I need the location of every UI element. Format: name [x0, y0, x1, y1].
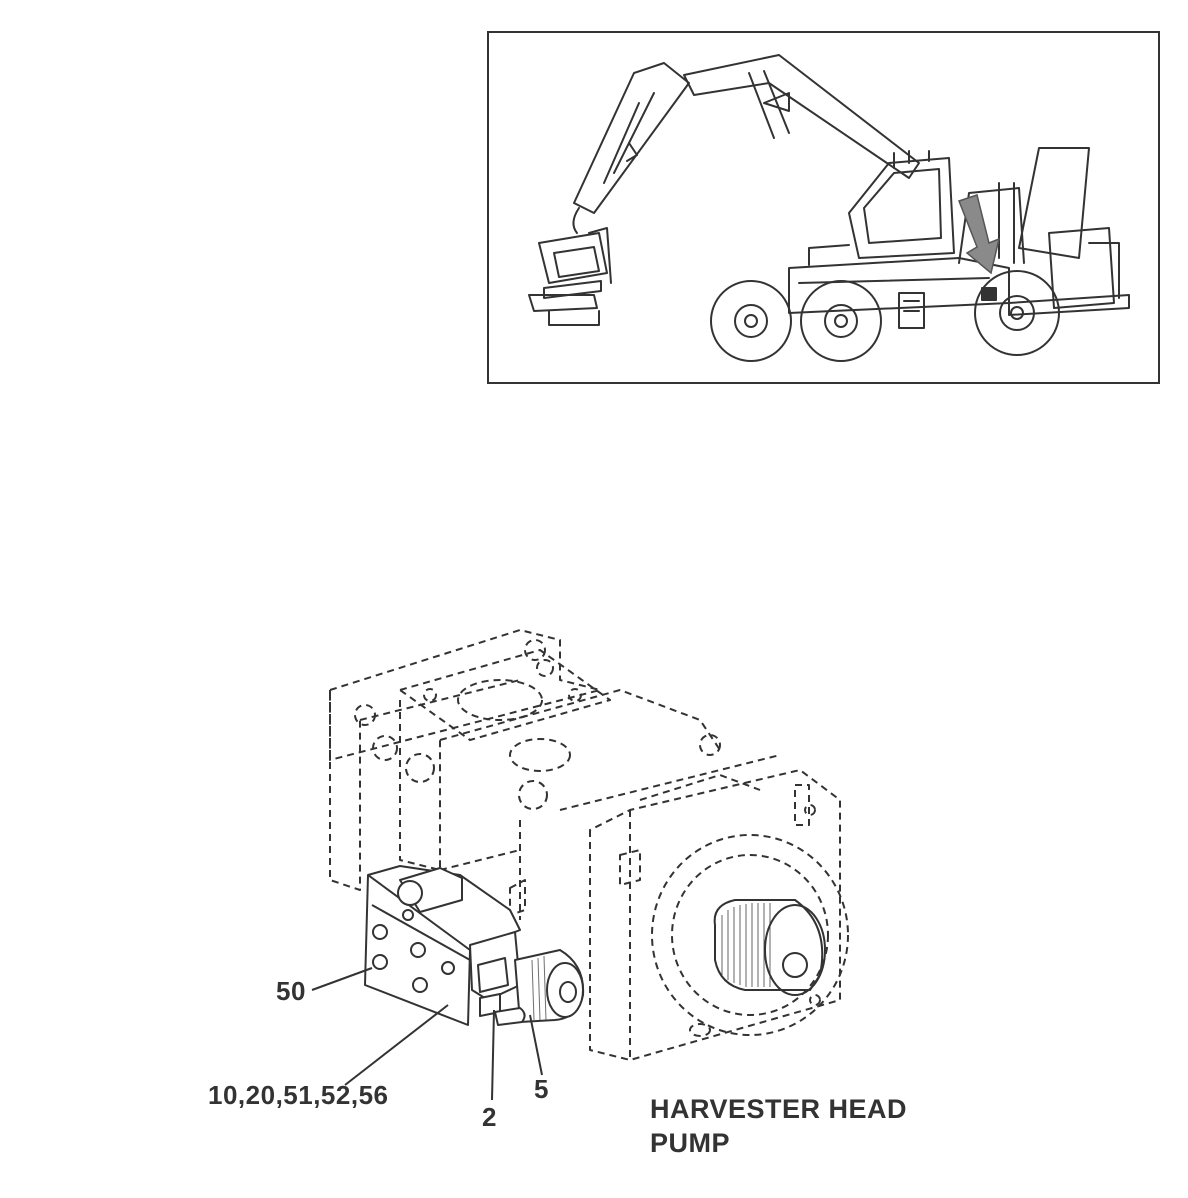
location-arrow-icon [958, 194, 1001, 275]
callout-2: 2 [482, 1102, 497, 1132]
callout-5: 5 [534, 1074, 549, 1104]
callout-10-20-51-52-56: 10,20,51,52,56 [208, 1080, 389, 1110]
harvester-machine-illustration [528, 54, 1130, 362]
leader-line-50 [311, 967, 373, 991]
callout-50: 50 [276, 976, 306, 1006]
control-valve-illustration [364, 865, 585, 1026]
caption-line-1: HARVESTER HEAD [650, 1094, 908, 1124]
leader-line-2 [491, 1009, 495, 1101]
locator-inset-frame [487, 31, 1160, 384]
leader-line-5 [529, 1014, 543, 1076]
leader-line-10 [344, 1004, 449, 1086]
figure-caption: HARVESTER HEAD PUMP [650, 1092, 907, 1160]
caption-line-2: PUMP [650, 1128, 731, 1158]
